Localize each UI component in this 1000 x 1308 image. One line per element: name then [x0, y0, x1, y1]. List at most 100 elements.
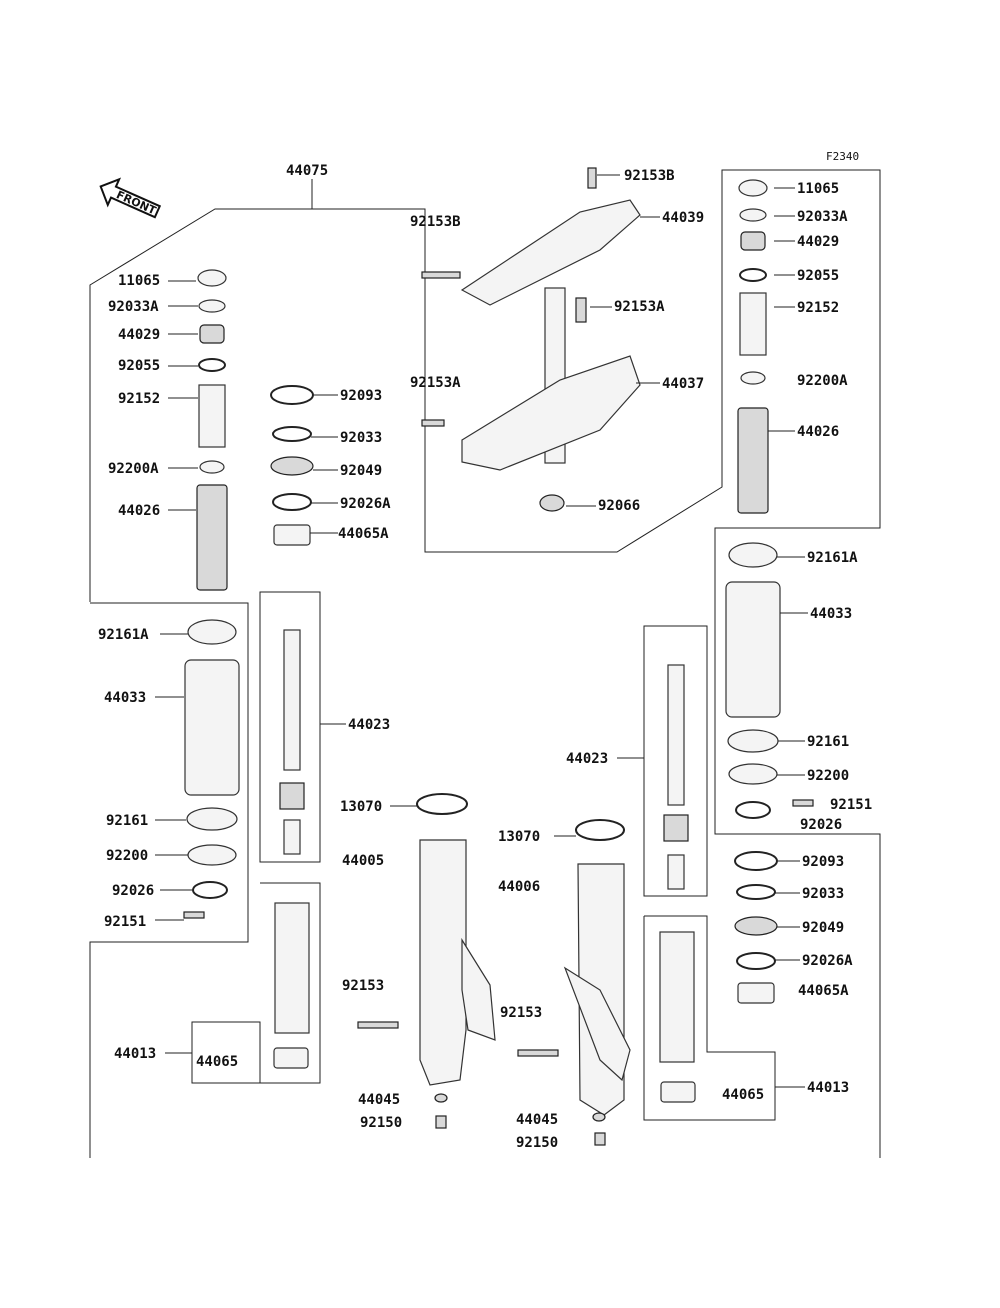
part-number-label: 92153 — [342, 978, 384, 994]
figure-code: F2340 — [826, 150, 859, 163]
part-number-label: 44029 — [797, 234, 839, 250]
seat-92161-left — [186, 807, 238, 831]
part-number-label: 44033 — [810, 606, 852, 622]
bolt-92150-right — [594, 1132, 606, 1146]
oring-13070-left — [416, 793, 468, 815]
oring-92055-left — [198, 358, 226, 372]
seal-92093-left — [270, 385, 314, 405]
bearing-92066 — [539, 494, 565, 512]
spacer-92152-left — [198, 384, 226, 448]
part-number-label: 92153B — [624, 168, 675, 184]
front-arrow-icon: FRONT — [99, 177, 162, 219]
cap-11065-right — [738, 179, 768, 197]
rod-44023-left — [283, 629, 301, 771]
washer-44045-left — [434, 1093, 448, 1103]
part-number-label: 92152 — [118, 391, 160, 407]
washer-92200A-right — [740, 371, 766, 385]
part-number-label: 92026 — [800, 817, 842, 833]
bushing-44065-right — [660, 1081, 696, 1103]
part-number-label: 92033 — [340, 430, 382, 446]
frame-lines — [89, 169, 881, 1158]
part-number-label: 44006 — [498, 879, 540, 895]
part-number-label: 44039 — [662, 210, 704, 226]
svg-text:FRONT: FRONT — [114, 188, 158, 217]
screw-92151-left — [183, 911, 205, 919]
washer-92200-left — [187, 844, 237, 866]
part-number-label: 92049 — [340, 463, 382, 479]
part-number-label: 92200 — [807, 768, 849, 784]
bolt-92153B-top — [587, 167, 597, 189]
left-column-parts — [183, 269, 240, 919]
part-number-label: 92026A — [802, 953, 853, 969]
bolt-92153A-right — [575, 297, 587, 323]
part-number-label: 13070 — [498, 829, 540, 845]
part-number-label: 92151 — [830, 797, 872, 813]
part-number-label: 92161A — [98, 627, 149, 643]
tube-44033-right — [725, 581, 781, 718]
outer-tube-44005 — [419, 839, 467, 1086]
part-number-label: 44065A — [338, 526, 389, 542]
part-number-label: 92200 — [106, 848, 148, 864]
washer-92026A-left — [272, 493, 312, 511]
bolt-92153-right — [517, 1049, 559, 1057]
cap-11065-left — [197, 269, 227, 287]
spring-44026-right — [737, 407, 769, 514]
part-number-label: 44075 — [286, 163, 328, 179]
part-number-label: 44065 — [722, 1087, 764, 1103]
fork-left-parts — [357, 793, 496, 1129]
spacer-92152-right — [739, 292, 767, 356]
part-number-label: 92153 — [500, 1005, 542, 1021]
bushing-44065A-left — [273, 524, 311, 546]
part-number-label: 13070 — [340, 799, 382, 815]
bracket-44006 — [563, 966, 631, 1082]
seal-92049-right — [734, 916, 778, 936]
labels: 44075 92153B 92153B 44039 92153A 44037 9… — [98, 163, 872, 1151]
clamp-92026-right — [735, 801, 771, 819]
part-number-label: 44023 — [566, 751, 608, 767]
washer-92161A-right — [728, 542, 778, 568]
left-middle-parts — [191, 385, 321, 1084]
washer-44045-right — [592, 1112, 606, 1122]
part-number-label: 92033A — [108, 299, 159, 315]
clip-92033-right — [736, 884, 776, 900]
part-number-label: 92033 — [802, 886, 844, 902]
part-number-label: 44065 — [196, 1054, 238, 1070]
part-number-label: 44023 — [348, 717, 390, 733]
part-number-label: 92026A — [340, 496, 391, 512]
rod-44023-right — [667, 664, 685, 806]
upper-clamp-44039 — [460, 199, 641, 306]
seal-92049-left — [270, 456, 314, 476]
bolt-92153A-left — [421, 419, 445, 427]
oring-13070-right — [575, 819, 625, 841]
fork-right-parts — [517, 819, 631, 1146]
part-number-label: 92049 — [802, 920, 844, 936]
part-number-label: 92033A — [797, 209, 848, 225]
part-number-label: 44026 — [797, 424, 839, 440]
lower-clamp-44037 — [461, 355, 641, 471]
spring-small-right — [663, 814, 689, 842]
part-number-label: 92093 — [340, 388, 382, 404]
part-number-label: 44029 — [118, 327, 160, 343]
bolt-44029-left — [199, 324, 225, 344]
bracket-44005 — [461, 937, 496, 1041]
part-number-label: 92153B — [410, 214, 461, 230]
part-number-label: 92055 — [797, 268, 839, 284]
inner-tube-right — [659, 931, 695, 1063]
seal-92093-right — [734, 851, 778, 871]
part-number-label: 92150 — [360, 1115, 402, 1131]
part-number-label: 92151 — [104, 914, 146, 930]
part-number-label: 92153A — [614, 299, 665, 315]
part-number-label: 92150 — [516, 1135, 558, 1151]
bolt-92153-left — [357, 1021, 399, 1029]
part-number-label: 92153A — [410, 375, 461, 391]
part-number-label: 44037 — [662, 376, 704, 392]
bolt-92150-left — [435, 1115, 447, 1129]
part-number-label: 44026 — [118, 503, 160, 519]
group-44023-right-box — [643, 625, 708, 897]
washer-92200A-left — [199, 460, 225, 474]
washer-92026A-right — [736, 952, 776, 970]
part-number-label: 11065 — [797, 181, 839, 197]
part-number-label: 92152 — [797, 300, 839, 316]
valve-right — [667, 854, 685, 890]
